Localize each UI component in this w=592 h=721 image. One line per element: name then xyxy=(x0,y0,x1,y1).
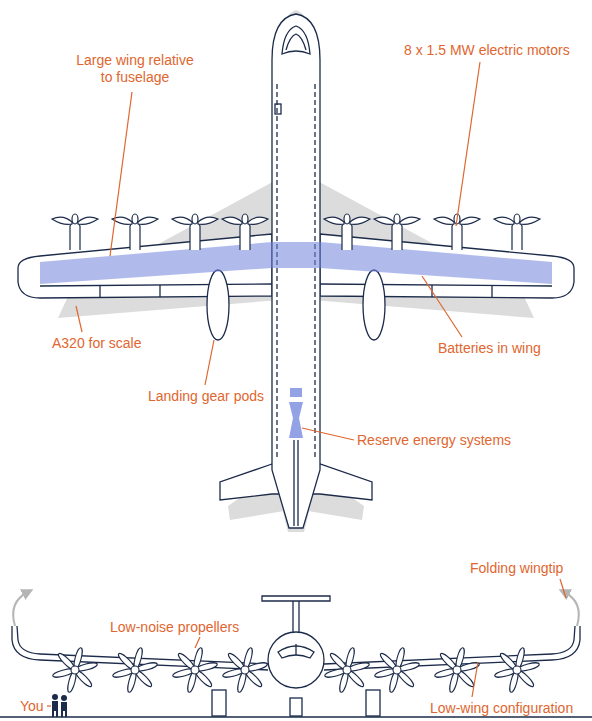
leader-lines xyxy=(47,62,566,706)
propeller-front xyxy=(222,647,268,693)
propeller-top xyxy=(112,214,158,250)
callout-label: Low-noise propellers xyxy=(110,619,290,636)
battery-band xyxy=(40,242,552,284)
propeller-top xyxy=(222,214,268,250)
propeller-front xyxy=(374,647,420,693)
callout-label: Large wing relative to fuselage xyxy=(70,52,200,86)
propeller-front xyxy=(112,647,158,693)
propeller-top xyxy=(172,214,218,250)
propeller-front xyxy=(52,647,98,693)
callout-label: Batteries in wing xyxy=(438,340,588,357)
propeller-front xyxy=(324,647,370,693)
top-view xyxy=(18,14,574,528)
propeller-top xyxy=(374,214,420,250)
person-figures xyxy=(52,694,67,717)
callout-label: A320 for scale xyxy=(52,335,182,352)
callout-label: Low-wing configuration xyxy=(430,700,590,717)
reserve-energy-block xyxy=(289,388,303,438)
propeller-front xyxy=(494,647,540,693)
propeller-top xyxy=(52,214,98,250)
callout-label: Reserve energy systems xyxy=(357,432,537,449)
propeller-top xyxy=(324,214,370,250)
front-view xyxy=(0,592,592,717)
propeller-front xyxy=(434,647,480,693)
front-propellers xyxy=(52,647,540,693)
callout-label: Folding wingtip xyxy=(470,560,588,577)
top-propellers xyxy=(52,214,540,250)
propeller-top xyxy=(494,214,540,250)
callout-label: Landing gear pods xyxy=(148,388,298,405)
callout-label: 8 x 1.5 MW electric motors xyxy=(404,42,588,59)
propeller-front xyxy=(172,647,218,693)
callout-label: You xyxy=(20,698,50,715)
